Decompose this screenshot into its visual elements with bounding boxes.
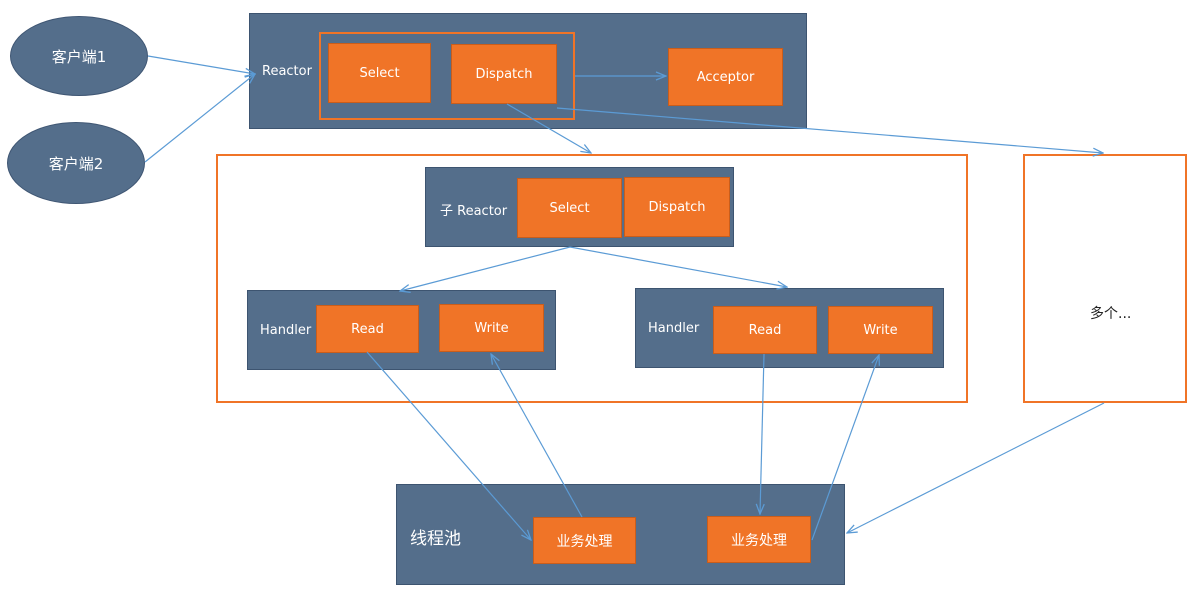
- main-reactor-label: Reactor: [262, 64, 312, 79]
- client-2-node: 客户端2: [7, 122, 145, 204]
- sub-reactor-label: 子 Reactor: [440, 204, 508, 219]
- more-box: [1023, 154, 1187, 403]
- handler-right-write-node: Write: [828, 306, 933, 354]
- acceptor-node: Acceptor: [668, 48, 783, 106]
- client-2-label: 客户端2: [48, 154, 104, 173]
- main-select-label: Select: [359, 65, 400, 81]
- handler-left-read-node: Read: [316, 305, 419, 353]
- handler-right-label: Handler: [648, 321, 700, 336]
- main-dispatch-node: Dispatch: [451, 44, 557, 104]
- main-reactor-select-dispatch-frame: [319, 32, 575, 120]
- edge-client1-to-reactor: [147, 55, 255, 74]
- main-select-node: Select: [328, 43, 431, 103]
- sub-reactor-group-frame: [216, 154, 968, 403]
- more-label: 多个...: [1090, 306, 1132, 322]
- task-right-node: 业务处理: [707, 516, 811, 563]
- edge-more-to-thread-pool: [847, 402, 1105, 533]
- task-left-node: 业务处理: [533, 517, 636, 564]
- task-right-label: 业务处理: [731, 532, 787, 549]
- edge-client2-to-reactor: [144, 74, 255, 163]
- sub-select-label: Select: [549, 200, 590, 216]
- sub-dispatch-label: Dispatch: [648, 199, 706, 215]
- handler-left-write-node: Write: [439, 304, 544, 352]
- handler-left-label: Handler: [260, 323, 312, 338]
- sub-select-node: Select: [517, 178, 622, 238]
- task-left-label: 业务处理: [556, 533, 613, 550]
- client-1-node: 客户端1: [10, 16, 148, 96]
- sub-dispatch-node: Dispatch: [624, 177, 730, 237]
- handler-right-read-label: Read: [748, 322, 782, 338]
- client-1-label: 客户端1: [51, 47, 107, 66]
- main-dispatch-label: Dispatch: [475, 66, 533, 82]
- acceptor-label: Acceptor: [696, 69, 755, 85]
- handler-left-write-label: Write: [474, 320, 509, 336]
- thread-pool-label: 线程池: [410, 529, 461, 549]
- handler-left-read-label: Read: [351, 321, 384, 337]
- handler-right-read-node: Read: [713, 306, 817, 354]
- handler-right-write-label: Write: [863, 322, 898, 338]
